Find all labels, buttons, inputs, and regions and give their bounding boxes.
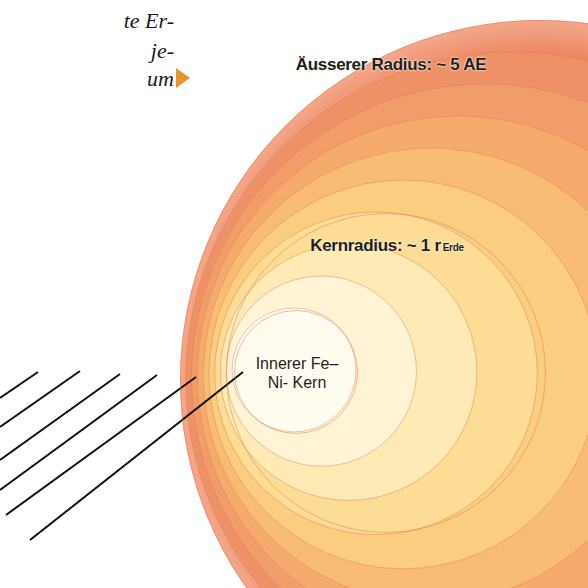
pointer-line bbox=[0, 372, 38, 398]
sphere-layer bbox=[232, 308, 356, 432]
pointer-lines bbox=[0, 371, 243, 540]
label-text: Innerer Fe–Ni- Kern bbox=[256, 355, 339, 391]
sphere-layer bbox=[226, 276, 416, 466]
sphere-layer bbox=[215, 212, 538, 535]
label-text: Kernradius: ~ 1 r bbox=[310, 236, 440, 255]
node-label: Innerer Fe–Ni- Kern bbox=[253, 354, 341, 392]
subscript-text: Erde bbox=[443, 242, 464, 253]
sphere-layer bbox=[209, 180, 588, 569]
outer-sphere: Äusserer Radius: ~ 5 AE Kernradius: ~ 1 r… bbox=[180, 20, 588, 588]
sphere-layer bbox=[197, 116, 588, 588]
pointer-line bbox=[6, 377, 196, 515]
pointer-line bbox=[30, 372, 243, 540]
text-fragment: te Er- bbox=[124, 8, 174, 34]
sphere-layer bbox=[203, 148, 588, 588]
pointer-line bbox=[0, 375, 157, 490]
sphere-layer bbox=[221, 244, 477, 500]
pointer-line bbox=[0, 371, 80, 427]
node-label: Kernradius: ~ 1 rErde bbox=[310, 236, 464, 256]
node-label: Äusserer Radius: ~ 5 AE bbox=[296, 55, 486, 75]
orange-arrow bbox=[176, 68, 190, 88]
sphere-layer bbox=[180, 20, 588, 588]
inner-core: Innerer Fe–Ni- Kern bbox=[234, 310, 358, 434]
core-band: Kernradius: ~ 1 rErdeInnerer Fe–Ni- Kern bbox=[226, 213, 546, 533]
label-text: Äusserer Radius: ~ 5 AE bbox=[296, 55, 486, 74]
sphere-layer bbox=[192, 84, 588, 588]
text-fragment: um bbox=[147, 66, 174, 92]
text-fragment: je- bbox=[151, 38, 174, 64]
ring-layers bbox=[180, 20, 588, 588]
sphere-layer bbox=[186, 52, 588, 588]
